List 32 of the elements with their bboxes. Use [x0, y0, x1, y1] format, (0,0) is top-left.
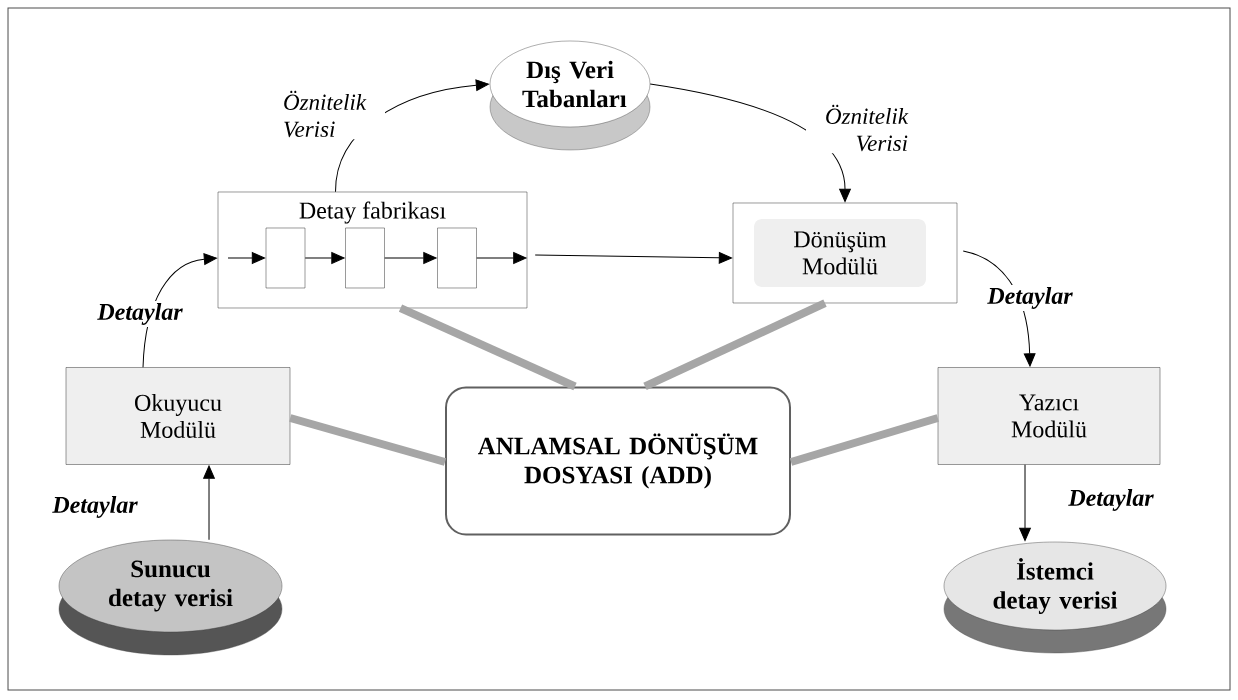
edge-label: Detaylar: [978, 285, 1082, 311]
connector-bar: [289, 414, 447, 466]
arrow: [1019, 464, 1031, 541]
arrow: [962, 250, 1036, 367]
database-disk: Sunucu detay verisi: [58, 539, 283, 656]
process-box: [437, 227, 477, 289]
process-box: [265, 227, 306, 289]
connector-bar: [398, 304, 577, 391]
connector-bar: [643, 299, 827, 391]
module-box: Dönüşüm Modülü: [732, 202, 958, 304]
arrow: [335, 79, 490, 193]
process-box: [345, 227, 385, 289]
arrow: [203, 465, 215, 541]
arrow: [142, 253, 218, 368]
edge-label: Öznitelik Verisi: [806, 102, 910, 154]
database-disk: Dış Veri Tabanları: [489, 40, 651, 151]
arrow: [649, 83, 851, 202]
edge-label: Öznitelik Verisi: [281, 88, 385, 140]
factory-box: Detay fabrikası: [217, 191, 528, 309]
module-box: Okuyucu Modülü: [65, 367, 291, 465]
edge-label: Detaylar: [88, 301, 192, 327]
arrow: [534, 251, 733, 264]
arrow: [227, 252, 266, 264]
arrow: [476, 252, 527, 264]
edge-label: Detaylar: [1059, 487, 1163, 513]
file-box: ANLAMSAL DÖNÜŞÜM DOSYASI (ADD): [445, 386, 791, 536]
arrow: [384, 252, 437, 264]
connector-bar: [789, 414, 939, 466]
arrow: [304, 252, 345, 264]
module-box: Yazıcı Modülü: [937, 367, 1161, 465]
database-disk: İstemci detay verisi: [943, 541, 1167, 654]
edge-label: Detaylar: [43, 494, 147, 520]
